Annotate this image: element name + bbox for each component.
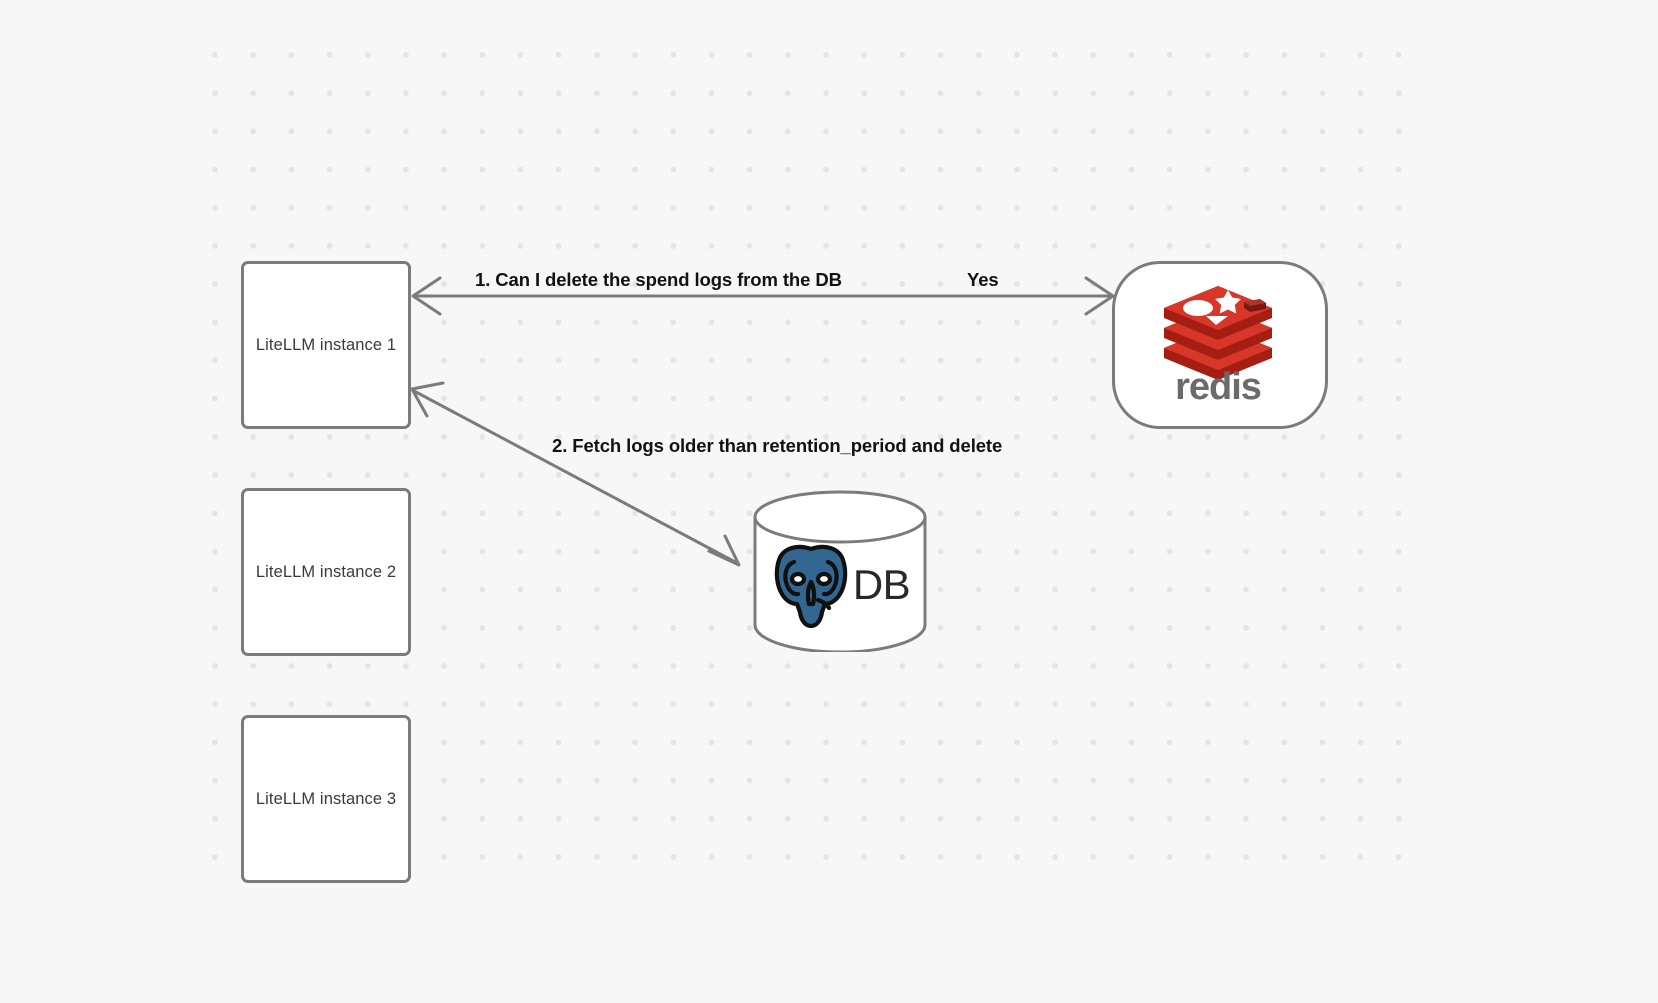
node-database[interactable]: DB [752, 490, 928, 652]
redis-stack-layer-top [1164, 286, 1272, 340]
node-litellm-instance-1[interactable]: LiteLLM instance 1 [241, 261, 411, 429]
edge-label-question: 1. Can I delete the spend logs from the … [475, 269, 842, 290]
db-label: DB [852, 561, 911, 608]
edge-label-fetch-delete: 2. Fetch logs older than retention_perio… [552, 435, 1003, 456]
arrowhead-downright-icon [707, 534, 741, 567]
node-label: LiteLLM instance 1 [255, 335, 397, 354]
edge-litellm-database [410, 381, 741, 567]
node-litellm-instance-3[interactable]: LiteLLM instance 3 [241, 715, 411, 883]
redis-logo-icon: redis [1164, 286, 1272, 404]
node-label: LiteLLM instance 3 [255, 789, 397, 808]
redis-wordmark: redis [1175, 366, 1261, 404]
edge-label-answer: Yes [967, 269, 999, 290]
arrowhead-upleft-icon [410, 381, 445, 418]
postgresql-elephant-icon [774, 544, 848, 628]
node-litellm-instance-2[interactable]: LiteLLM instance 2 [241, 488, 411, 656]
edge-line [413, 389, 738, 565]
node-label: LiteLLM instance 2 [255, 562, 397, 581]
node-redis[interactable]: redis [1112, 261, 1328, 429]
arrowhead-left-icon [411, 276, 442, 316]
